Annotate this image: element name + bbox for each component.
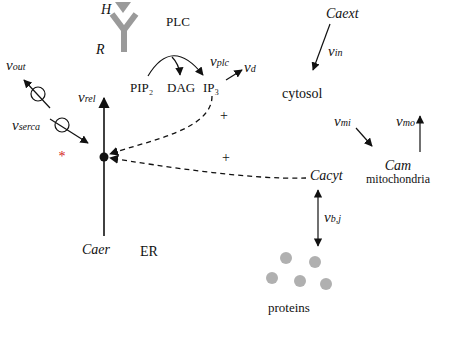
- release-arrow: [419, 116, 420, 152]
- enzyme-label: PLC: [166, 15, 190, 29]
- node-content: *: [54, 149, 70, 165]
- protein-dot: [294, 275, 306, 287]
- species-label: Caext: [326, 6, 359, 21]
- compartment-label: ER: [140, 244, 158, 259]
- receptor-stem: [121, 30, 127, 52]
- flux-label: vrel: [78, 89, 95, 106]
- dag-arrow: [172, 57, 180, 75]
- molecule-label: DAG: [167, 81, 195, 95]
- enzyme-ellipse: [145, 9, 212, 36]
- label-holder: vserca: [12, 116, 40, 134]
- enzyme-ellipse: PLC: [144, 8, 212, 36]
- protein-dot: [320, 278, 332, 290]
- text-holder: ER: [140, 242, 158, 260]
- label-holder: vin: [328, 42, 342, 60]
- label-holder: Caext: [326, 4, 359, 22]
- node-content: PLC: [144, 8, 212, 36]
- degradation-arrow: [226, 70, 242, 80]
- receptor-label: R: [96, 42, 105, 57]
- label-holder: vout: [6, 56, 25, 74]
- text-holder: Caer: [82, 240, 110, 258]
- er-shape: [35, 110, 270, 310]
- flux-label: vmo: [396, 113, 415, 130]
- label-holder: +: [220, 106, 228, 124]
- label-holder: PIP₂: [130, 78, 153, 96]
- label-holder: R: [96, 40, 105, 58]
- label-holder: vd: [244, 58, 256, 76]
- flux-label: vserca: [12, 117, 40, 134]
- influx-arrow: [313, 24, 330, 70]
- label-holder: proteins: [268, 298, 310, 316]
- channel-dot: [100, 153, 109, 162]
- flux-label: vout: [6, 57, 25, 74]
- release-arrow: [103, 98, 105, 236]
- flux-label: vb,j: [324, 209, 341, 226]
- flux-label: vin: [328, 43, 342, 60]
- cell-membrane: [6, 19, 447, 334]
- label-holder: vrel: [78, 88, 95, 106]
- flux-label: vplc: [210, 53, 229, 70]
- asterisk-mark: *: [59, 149, 66, 164]
- hormone-symbol: [115, 2, 131, 13]
- flux-label: vd: [244, 59, 256, 76]
- marker-circle: [55, 150, 70, 165]
- protein-dot: [266, 272, 278, 284]
- molecule-label: IP₃: [203, 81, 219, 95]
- species-label: Caer: [82, 242, 110, 257]
- plc-arrow: [148, 56, 203, 76]
- binding-arrow: [317, 190, 318, 246]
- protein-dot: [309, 256, 321, 268]
- hormone-label: H: [101, 2, 111, 17]
- label-holder: vmi: [334, 112, 351, 130]
- uptake-arrow: [356, 128, 372, 146]
- label-holder: vmo: [396, 112, 415, 130]
- label-holder: vb,j: [324, 208, 341, 226]
- group-label: proteins: [268, 301, 310, 315]
- label-holder: IP₃: [203, 78, 219, 96]
- label-holder: DAG: [167, 78, 195, 96]
- species-label: Cacyt: [310, 168, 343, 183]
- mitochondrion-ellipse: Cammitochondria: [356, 134, 440, 210]
- label-holder: +: [222, 148, 230, 166]
- mitochondrion-ellipse: [357, 135, 440, 210]
- compartment-label: mitochondria: [366, 173, 430, 186]
- molecule-label: PIP₂: [130, 81, 153, 95]
- activation-arrow: [110, 158, 306, 178]
- activation-arrow: [110, 96, 212, 154]
- marker-circle: *: [54, 149, 70, 165]
- text-holder: cytosol: [282, 84, 322, 102]
- flux-label: vmi: [334, 113, 351, 130]
- sign-label: +: [222, 150, 230, 165]
- er-shape: Caer ER *: [30, 100, 280, 315]
- label-holder: H: [101, 0, 111, 18]
- compartment-label: cytosol: [282, 86, 322, 101]
- serca-arrow: [50, 119, 88, 143]
- species-label: Cam: [385, 158, 411, 173]
- label-holder: Cacyt: [310, 166, 343, 184]
- protein-dot: [280, 252, 292, 264]
- label-holder: vplc: [210, 52, 229, 70]
- efflux-arrow: [24, 80, 50, 108]
- sign-label: +: [220, 108, 228, 123]
- er-shape-outline: [30, 100, 280, 315]
- node-content: Cammitochondria: [356, 134, 440, 210]
- receptor-symbol: [112, 14, 136, 30]
